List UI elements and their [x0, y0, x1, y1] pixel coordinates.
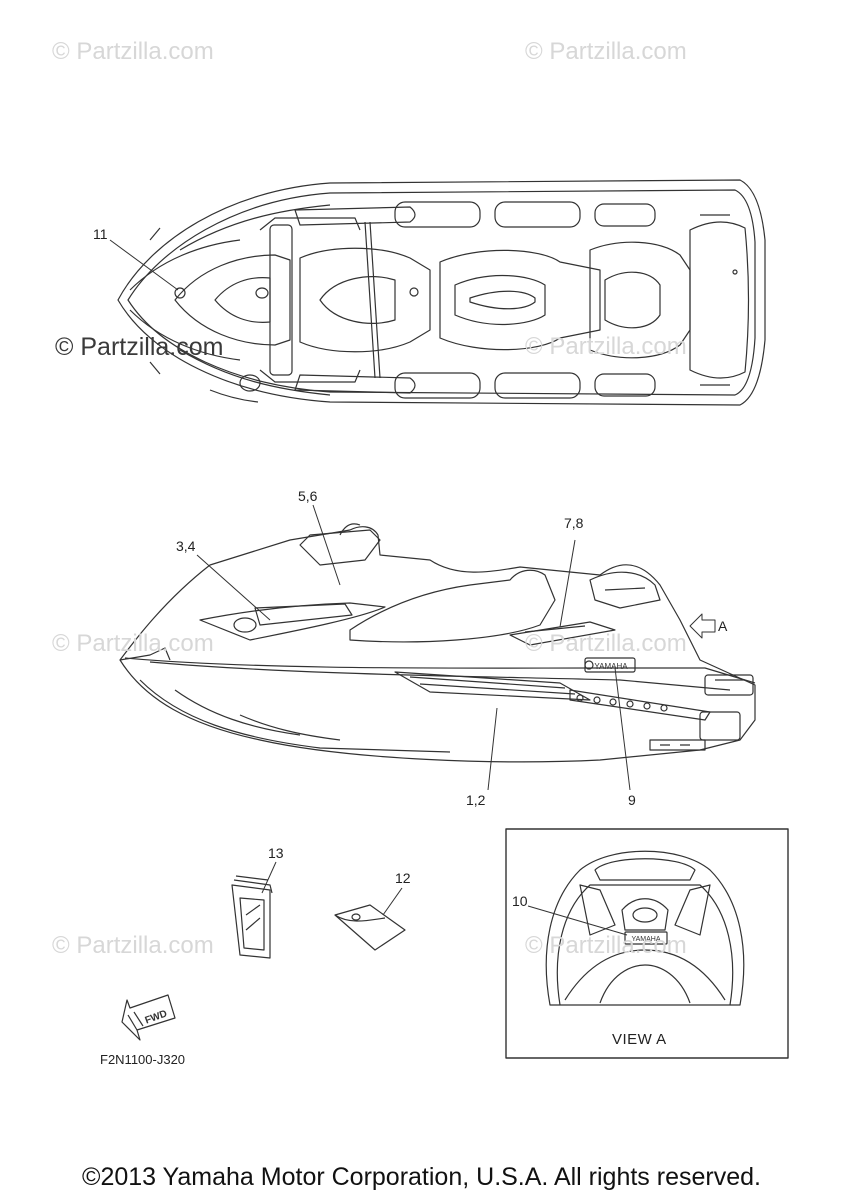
- callout-7-8: 7,8: [564, 515, 584, 531]
- callout-5-6: 5,6: [298, 488, 318, 504]
- callout-10: 10: [512, 893, 528, 909]
- part-12-pouch: [334, 904, 406, 951]
- watermark: © Partzilla.com: [525, 38, 687, 65]
- part-13-decal-sheet: [231, 875, 273, 959]
- callout-13: 13: [268, 845, 284, 861]
- watermark: © Partzilla.com: [55, 333, 224, 361]
- callout-12: 12: [395, 870, 411, 886]
- view-a-arrow-label: A: [718, 618, 728, 634]
- callout-11: 11: [93, 226, 108, 242]
- watermark: © Partzilla.com: [525, 333, 687, 360]
- leader-lines: [109, 239, 716, 936]
- view-a-title: VIEW A: [612, 1031, 667, 1048]
- rear-brand-decal: YAMAHA: [631, 936, 660, 943]
- watermark: © Partzilla.com: [52, 630, 214, 657]
- watermark: © Partzilla.com: [525, 932, 687, 959]
- callout-3-4: 3,4: [176, 538, 196, 554]
- callout-9: 9: [628, 792, 636, 808]
- callout-1-2: 1,2: [466, 792, 486, 808]
- copyright-notice: ©2013 Yamaha Motor Corporation, U.S.A. A…: [82, 1163, 761, 1191]
- top-view-watercraft: [117, 179, 766, 406]
- diagram-part-code: F2N1100-J320: [100, 1052, 186, 1067]
- side-view-watercraft: YAMAHA: [119, 523, 756, 763]
- view-a-inset: YAMAHA: [505, 828, 789, 1059]
- fwd-arrow-icon: FWD: [121, 994, 176, 1041]
- watermark: © Partzilla.com: [52, 38, 214, 65]
- side-brand-decal: YAMAHA: [594, 662, 628, 671]
- watermark: © Partzilla.com: [525, 630, 687, 657]
- watermark: © Partzilla.com: [52, 932, 214, 959]
